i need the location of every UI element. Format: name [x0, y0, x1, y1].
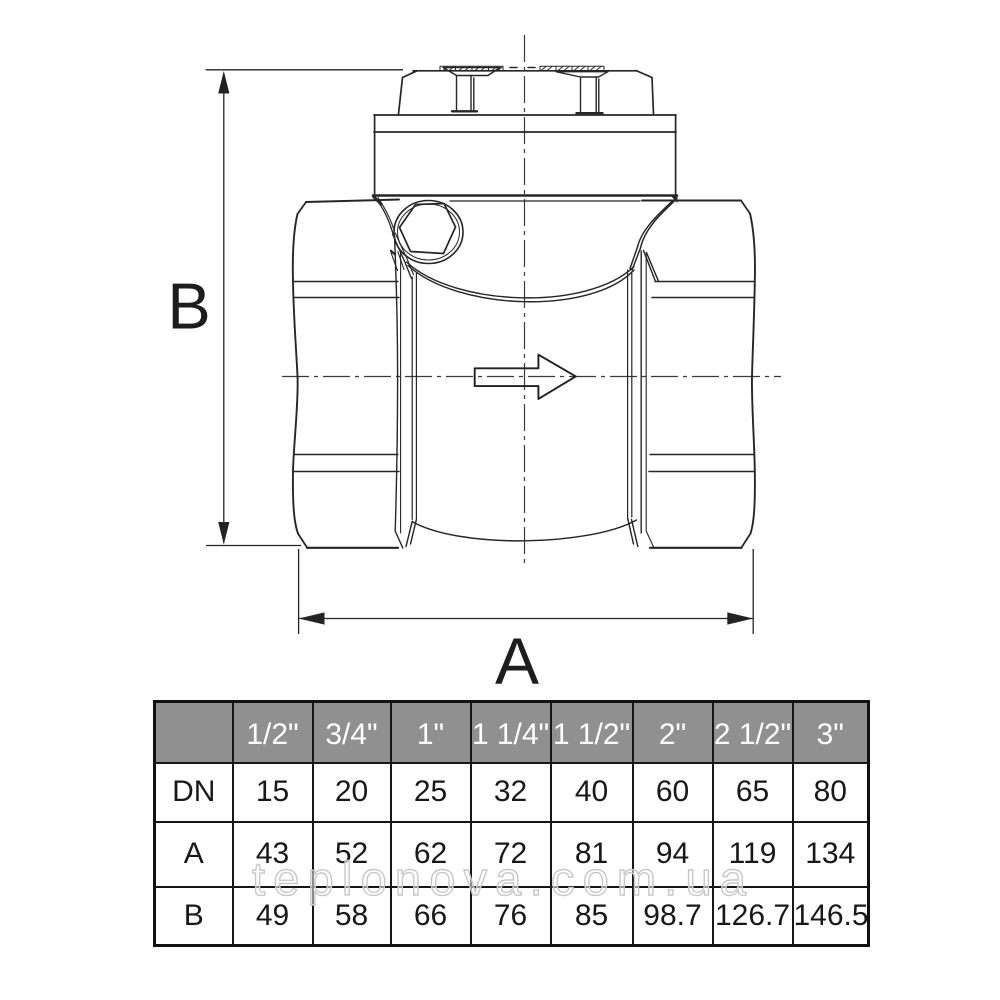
svg-text:B: B [167, 270, 210, 343]
svg-text:A: A [495, 624, 539, 698]
svg-text:teplonova.com.ua: teplonova.com.ua [252, 852, 754, 905]
